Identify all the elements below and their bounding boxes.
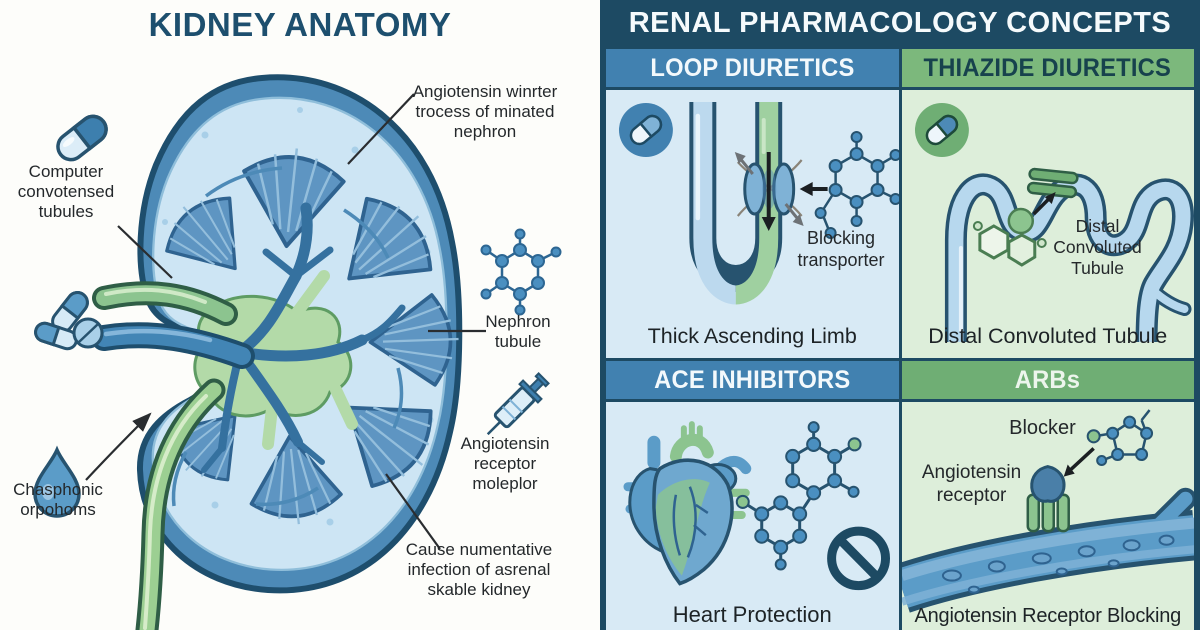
drug-molecule	[814, 131, 899, 239]
heart-illustration	[623, 421, 752, 586]
renal-pharmacology-panel: RENAL PHARMACOLOGY CONCEPTS LOOP DIURETI…	[600, 0, 1200, 630]
quadrant-thiazide-diuretics: Distal Convoluted Tubule Distal Convolut…	[901, 90, 1194, 358]
kidney-anatomy-panel: KIDNEY ANATOMY	[13, 6, 562, 630]
ace-molecule	[735, 421, 862, 571]
thiazide-molecule	[972, 207, 1047, 267]
caption-thick-ascending-limb: Thick Ascending Limb	[647, 324, 857, 348]
heart-protection-illustration	[623, 421, 891, 591]
caption-angiotensin-receptor-blocking: Angiotensin Receptor Blocking	[914, 605, 1182, 627]
ureter	[135, 378, 226, 630]
leader-lines	[85, 93, 486, 550]
left-panel-title: KIDNEY ANATOMY	[148, 6, 452, 43]
annotation-distal-convoluted-tubule: Distal Convoluted Tubule	[1053, 216, 1142, 278]
label-convoluted-tubules: Computer convotensed tubules	[17, 162, 115, 222]
right-panel-title: RENAL PHARMACOLOGY CONCEPTS	[606, 0, 1194, 46]
cortex-capillaries	[171, 166, 404, 507]
prohibition-icon	[827, 526, 891, 591]
quadrant-ace-inhibitors: Heart Protection	[606, 402, 899, 630]
annotation-blocking-transporter: Blocking transporter	[797, 228, 885, 270]
renal-artery	[92, 281, 238, 326]
label-angiotensin-receptor: Angiotensin receptor moleplor	[460, 434, 550, 494]
label-nephron-tubule: Nephron tubule	[485, 312, 551, 352]
angiotensin-receptor	[1026, 465, 1070, 533]
flow-arrows	[734, 152, 804, 226]
annotation-blocker: Blocker	[1009, 417, 1076, 439]
caption-heart-protection: Heart Protection	[672, 602, 832, 627]
quadrant-loop-diuretics: Blocking transporter Thick Ascending Lim…	[606, 90, 899, 358]
label-nephron-process: Angiotensin winrter trocess of minated n…	[412, 82, 558, 142]
blocked-transporter	[743, 162, 796, 216]
capsule-icon	[56, 114, 108, 162]
transporter-clamp	[1026, 167, 1079, 199]
loop-of-henle-illustration	[618, 102, 899, 305]
syringe-icon	[486, 372, 550, 436]
header-loop-diuretics: LOOP DIURETICS	[606, 49, 899, 87]
droplet-icon	[33, 445, 81, 518]
renal-vein	[91, 322, 255, 369]
kidney-illustration	[33, 74, 562, 630]
molecule-icon	[480, 228, 562, 316]
blood-vessel	[901, 487, 1194, 613]
distal-tubule-illustration	[914, 103, 1194, 343]
caption-distal-convoluted-tubule: Distal Convoluted Tubule	[928, 324, 1168, 348]
receptor-blocking-illustration	[901, 409, 1194, 613]
header-arbs: ARBs	[901, 361, 1194, 399]
label-renal-kidney: Cause numentative infection of asrenal s…	[405, 540, 553, 600]
quadrant-arbs: Blocker Angiotensin receptor Angiotensin…	[901, 402, 1194, 630]
annotation-angiotensin-receptor: Angiotensin receptor	[921, 462, 1022, 506]
header-thiazide-diuretics: THIAZIDE DIURETICS	[901, 49, 1194, 87]
header-ace-inhibitors: ACE INHIBITORS	[606, 361, 899, 399]
blocker-molecule	[1086, 409, 1153, 467]
label-chasphonic: Chasphonic orpohoms	[13, 480, 103, 520]
pills-icon	[34, 291, 104, 351]
